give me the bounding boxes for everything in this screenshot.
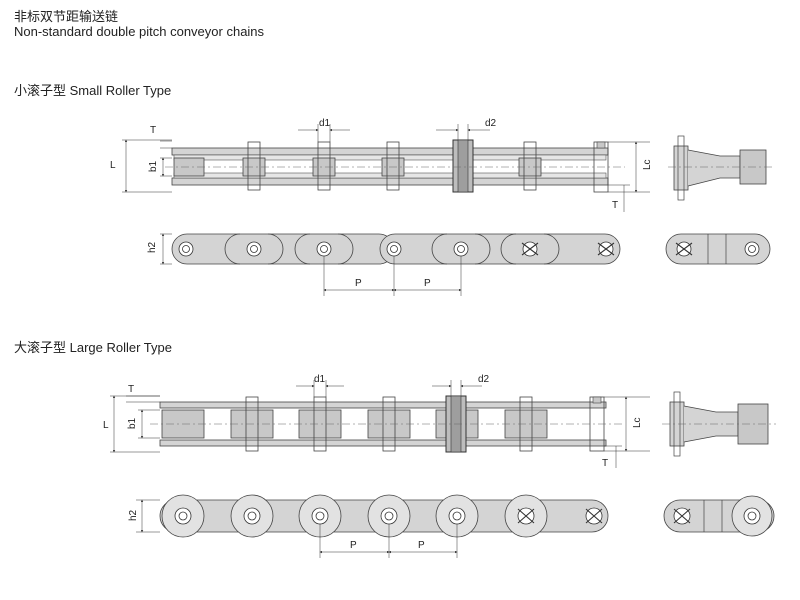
small-roller-top-view: T b1 L d1 d2 Lc T xyxy=(110,118,653,212)
large-roller-end-side-view xyxy=(663,495,775,537)
bottom-plate-strip xyxy=(171,177,609,186)
dim-label-b1: b1 xyxy=(148,160,159,172)
page-title-english: Non-standard double pitch conveyor chain… xyxy=(14,24,265,39)
dim-label-d2: d2 xyxy=(478,374,490,385)
dim-label-pitch: P xyxy=(350,540,357,551)
dim-label-pitch: P xyxy=(355,278,362,289)
large-roller-section-title: 大滚子型 Large Roller Type xyxy=(14,340,172,355)
dim-label-h2: h2 xyxy=(147,241,158,253)
dim-label-L: L xyxy=(103,420,109,431)
dim-label-pitch: P xyxy=(418,540,425,551)
small-roller-side-view: h2 P P xyxy=(147,233,621,296)
dim-label-b1: b1 xyxy=(127,417,138,429)
small-roller-end-view xyxy=(668,135,772,201)
dim-label-pitch: P xyxy=(424,278,431,289)
small-roller-end-side-view xyxy=(665,233,771,265)
dim-label-T: T xyxy=(128,384,134,395)
dim-label-d2: d2 xyxy=(485,118,497,129)
cotter-pin-icon xyxy=(585,508,603,524)
dim-label-d1: d1 xyxy=(319,118,331,129)
roller xyxy=(312,141,336,191)
large-roller-end-view xyxy=(662,391,776,457)
dim-label-Lc: Lc xyxy=(632,417,643,428)
large-roller-side-view: h2 P P xyxy=(128,494,609,558)
dim-label-T-bottom: T xyxy=(602,458,608,469)
page-title-chinese: 非标双节距输送链 xyxy=(14,9,119,24)
top-plate-strip xyxy=(171,147,609,156)
dim-label-L: L xyxy=(110,160,116,171)
connecting-link xyxy=(452,139,474,193)
dim-label-Lc: Lc xyxy=(642,159,653,170)
large-roller-top-view: T b1 L d1 d2 Lc T xyxy=(103,374,650,469)
cotter-pin-icon xyxy=(675,242,693,256)
dim-label-d1: d1 xyxy=(314,374,326,385)
cotter-pin-icon xyxy=(597,242,615,256)
small-roller-section-title: 小滚子型 Small Roller Type xyxy=(14,83,172,98)
cotter-pin-icon xyxy=(517,508,535,524)
outer-link-plate xyxy=(379,233,621,265)
dim-label-T: T xyxy=(150,125,156,136)
cotter-pin-icon xyxy=(673,508,691,524)
roller xyxy=(242,141,266,191)
dim-label-h2: h2 xyxy=(128,509,139,521)
dim-label-T-bottom: T xyxy=(612,200,618,211)
cotter-pin-icon xyxy=(521,242,539,256)
